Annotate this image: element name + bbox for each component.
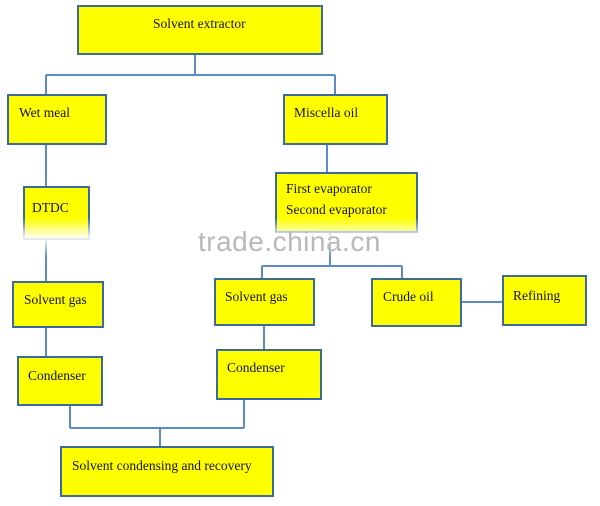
- solvent-gas-left-box: Solvent gas: [12, 281, 104, 328]
- second-evaporator-label: Second evaporator: [286, 202, 387, 217]
- evaporator-box: First evaporator Second evaporator: [275, 172, 418, 233]
- dtdc-label: DTDC: [32, 200, 69, 215]
- dtdc-box: DTDC: [23, 186, 90, 240]
- condenser-left-box: Condenser: [17, 356, 103, 406]
- miscella-oil-label: Miscella oil: [294, 105, 359, 120]
- wet-meal-box: Wet meal: [7, 94, 107, 145]
- solvent-gas-left-label: Solvent gas: [24, 292, 87, 307]
- refining-label: Refining: [513, 288, 561, 303]
- solvent-extractor-label: Solvent extractor: [153, 16, 246, 31]
- solvent-gas-right-box: Solvent gas: [214, 278, 315, 326]
- condenser-right-box: Condenser: [216, 349, 322, 400]
- wet-meal-label: Wet meal: [19, 105, 71, 120]
- crude-oil-label: Crude oil: [383, 289, 434, 304]
- solvent-recovery-box: Solvent condensing and recovery: [60, 446, 274, 497]
- refining-box: Refining: [502, 275, 587, 326]
- first-evaporator-label: First evaporator: [286, 181, 372, 196]
- solvent-recovery-label: Solvent condensing and recovery: [72, 458, 252, 473]
- miscella-oil-box: Miscella oil: [283, 94, 388, 145]
- condenser-right-label: Condenser: [227, 360, 285, 375]
- crude-oil-box: Crude oil: [371, 278, 462, 327]
- solvent-extractor-box: Solvent extractor: [77, 5, 323, 55]
- solvent-gas-right-label: Solvent gas: [225, 289, 288, 304]
- condenser-left-label: Condenser: [28, 368, 86, 383]
